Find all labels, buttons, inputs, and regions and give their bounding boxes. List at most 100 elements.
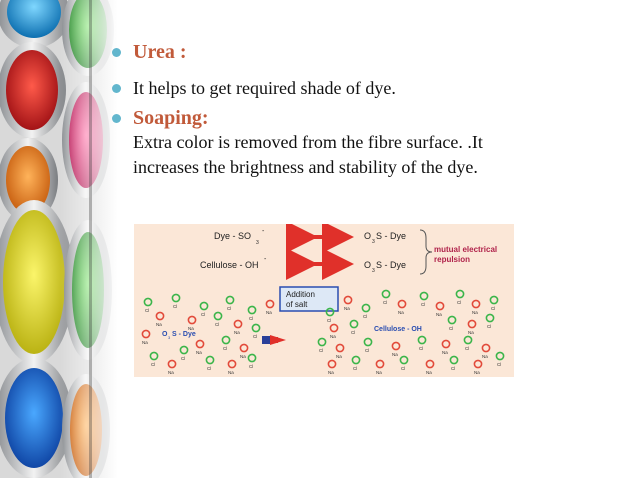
- sodium-ion: [343, 295, 353, 305]
- sodium-ion-label: Na: [436, 312, 442, 317]
- sodium-ion-label: Na: [142, 340, 148, 345]
- chloride-ion-label: Cl: [201, 312, 205, 317]
- svg-text:3: 3: [372, 268, 375, 274]
- chloride-ion-label: Cl: [181, 356, 185, 361]
- bullet-urea: Urea :: [112, 40, 187, 64]
- chloride-ion-label: Cl: [227, 306, 231, 311]
- svg-text:3: 3: [372, 239, 375, 245]
- chloride-ion: [419, 291, 429, 301]
- sodium-ion-label: Na: [188, 326, 194, 331]
- chloride-ion: [417, 335, 427, 345]
- mutual-repulsion-label-1: mutual electrical: [434, 245, 497, 254]
- chloride-ion: [205, 355, 215, 365]
- bullet-soaping: Soaping: Extra color is removed from the…: [112, 106, 483, 180]
- svg-text:S - Dye: S - Dye: [376, 260, 406, 270]
- ion-cloud: ClClClClClNaNaNaClNaClNaClNaClNaClNaClNa…: [141, 289, 505, 375]
- sodium-ion: [397, 299, 407, 309]
- o3s-dye-bottom: O: [364, 260, 371, 270]
- chloride-ion: [351, 355, 361, 365]
- chloride-ion: [349, 319, 359, 329]
- sodium-ion-label: Na: [336, 354, 342, 359]
- chloride-ion-label: Cl: [249, 316, 253, 321]
- sodium-ion-label: Na: [474, 370, 480, 375]
- svg-text:3: 3: [168, 335, 171, 340]
- sodium-ion-label: Na: [472, 310, 478, 315]
- soaping-heading: Soaping:: [133, 107, 209, 129]
- soaping-line-1: Extra color is removed from the fibre su…: [133, 132, 483, 152]
- sodium-ion: [481, 343, 491, 353]
- chloride-ion-label: Cl: [173, 304, 177, 309]
- chloride-ion: [143, 297, 153, 307]
- addition-label: Addition: [286, 290, 315, 299]
- o3s-dye-label: O: [162, 331, 168, 338]
- sodium-ion: [441, 339, 451, 349]
- chloride-ion: [489, 295, 499, 305]
- chloride-ion-label: Cl: [253, 334, 257, 339]
- chloride-ion-label: Cl: [351, 330, 355, 335]
- svg-text:S - Dye: S - Dye: [376, 231, 406, 241]
- chloride-ion-label: Cl: [249, 364, 253, 369]
- chloride-ion-label: Cl: [497, 362, 501, 367]
- sodium-ion-label: Na: [344, 306, 350, 311]
- chloride-ion-label: Cl: [151, 362, 155, 367]
- sodium-ion: [425, 359, 435, 369]
- sodium-ion: [155, 311, 165, 321]
- soaping-line-2: increases the brightness and stability o…: [133, 157, 478, 177]
- chloride-ion-label: Cl: [465, 346, 469, 351]
- repulsion-brace: [419, 229, 433, 275]
- bullet-dot: [112, 48, 121, 57]
- svg-text:-: -: [264, 256, 267, 263]
- chloride-ion-label: Cl: [207, 366, 211, 371]
- chloride-ion-label: Cl: [421, 302, 425, 307]
- chloride-ion-label: Cl: [215, 322, 219, 327]
- sodium-ion: [467, 319, 477, 329]
- chloride-ion: [361, 303, 371, 313]
- sodium-ion: [239, 343, 249, 353]
- sodium-ion: [265, 299, 275, 309]
- chloride-ion-label: Cl: [491, 306, 495, 311]
- chloride-ion: [447, 315, 457, 325]
- chloride-ion: [495, 351, 505, 361]
- svg-text:S - Dye: S - Dye: [172, 331, 196, 338]
- chloride-ion: [149, 351, 159, 361]
- chloride-ion-label: Cl: [223, 346, 227, 351]
- sodium-ion-label: Na: [240, 354, 246, 359]
- sodium-ion: [375, 359, 385, 369]
- sodium-ion-label: Na: [376, 370, 382, 375]
- sodium-ion: [141, 329, 151, 339]
- chloride-ion: [463, 335, 473, 345]
- chloride-ion: [171, 293, 181, 303]
- sodium-ion-label: Na: [234, 330, 240, 335]
- chloride-ion: [247, 353, 257, 363]
- chloride-ion-label: Cl: [383, 300, 387, 305]
- bullet-dot: [112, 84, 121, 93]
- chloride-ion: [317, 337, 327, 347]
- chloride-ion: [363, 337, 373, 347]
- chloride-ion: [455, 289, 465, 299]
- chloride-ion: [213, 311, 223, 321]
- sodium-ion-label: Na: [392, 352, 398, 357]
- chloride-ion-label: Cl: [419, 346, 423, 351]
- dye-so3-sub: 3: [256, 240, 259, 246]
- sodium-ion-label: Na: [156, 322, 162, 327]
- sodium-ion-label: Na: [482, 354, 488, 359]
- chloride-ion-label: Cl: [457, 300, 461, 305]
- chloride-ion: [381, 289, 391, 299]
- chloride-ion-label: Cl: [451, 366, 455, 371]
- sodium-ion: [435, 301, 445, 311]
- chloride-ion-label: Cl: [365, 348, 369, 353]
- sodium-ion-label: Na: [398, 310, 404, 315]
- chloride-ion-label: Cl: [487, 324, 491, 329]
- chloride-ion-label: Cl: [401, 366, 405, 371]
- chloride-ion-label: Cl: [363, 314, 367, 319]
- chloride-ion: [485, 313, 495, 323]
- chloride-ion-label: Cl: [353, 366, 357, 371]
- sodium-ion: [233, 319, 243, 329]
- sodium-ion-label: Na: [442, 350, 448, 355]
- chloride-ion: [179, 345, 189, 355]
- chloride-ion-label: Cl: [145, 308, 149, 313]
- chloride-ion: [247, 305, 257, 315]
- bullet-dot: [112, 114, 121, 123]
- dye-repulsion-diagram: Dye - SO 3 - O 3 S - Dye Cellulose - OH …: [134, 224, 514, 377]
- chloride-ion-label: Cl: [319, 348, 323, 353]
